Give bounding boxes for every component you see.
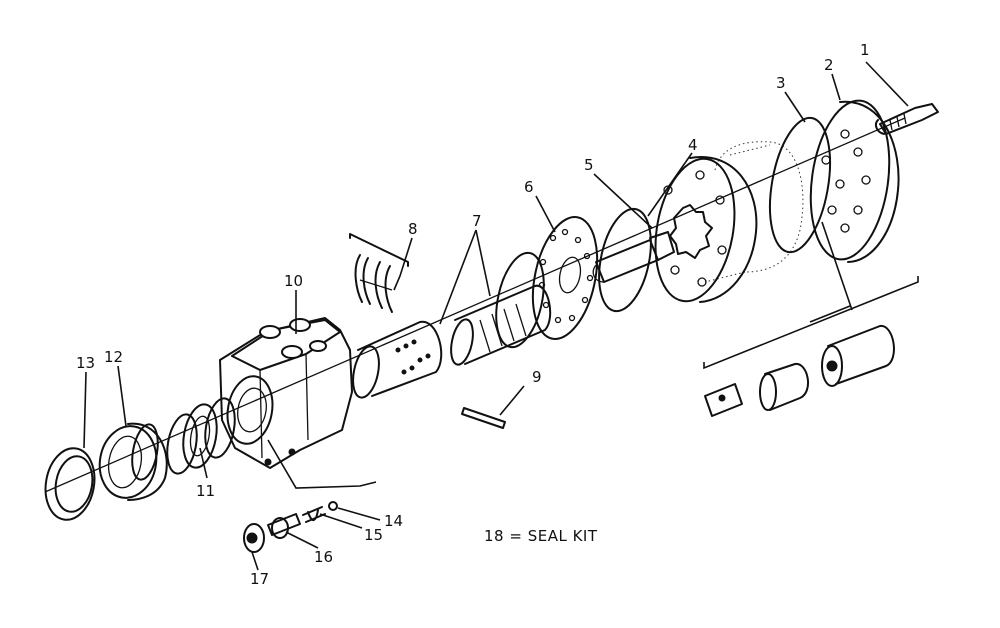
spacer-o-ring — [598, 207, 652, 313]
callout-15: 15 — [364, 526, 383, 544]
callout-2: 2 — [824, 56, 834, 74]
seal-kit-note: 18 = SEAL KIT — [484, 527, 598, 545]
part-8-springs — [349, 233, 409, 313]
part-17-plug — [243, 523, 265, 553]
part-7-spool-sleeve — [352, 284, 552, 399]
part-4-gerotor-set — [654, 155, 758, 303]
part-10-valve-housing — [219, 317, 353, 469]
part-2-end-cover — [809, 99, 900, 263]
part-6-distributor-plate — [531, 216, 599, 340]
callout-16: 16 — [314, 548, 333, 566]
motor-housing-dotted — [704, 141, 804, 283]
part-3-o-ring — [769, 116, 831, 254]
callout-14: 14 — [384, 512, 403, 530]
callout-7: 7 — [472, 212, 482, 230]
callout-3: 3 — [776, 74, 786, 92]
part-12-seal-carrier — [98, 422, 168, 501]
plate-o-ring — [495, 251, 545, 349]
callout-12: 12 — [104, 348, 123, 366]
callout-9: 9 — [532, 368, 542, 386]
callout-4: 4 — [688, 136, 698, 154]
relief-valve-parts — [243, 439, 377, 553]
callout-1: 1 — [860, 41, 870, 59]
callout-8: 8 — [408, 220, 418, 238]
part-14-ball — [328, 501, 338, 511]
callout-10: 10 — [284, 272, 303, 290]
callout-6: 6 — [524, 178, 534, 196]
callout-11: 11 — [196, 482, 215, 500]
assembly-axis — [44, 117, 906, 493]
part-16-plunger — [267, 513, 301, 536]
callout-leaders — [83, 61, 909, 571]
part-9-cross-pin — [461, 407, 506, 429]
part-13-dust-ring — [44, 447, 96, 521]
callout-13: 13 — [76, 354, 95, 372]
callout-labels: 1 2 3 4 5 6 7 8 9 10 11 12 13 14 15 16 1… — [76, 41, 870, 588]
callout-17: 17 — [250, 570, 269, 588]
inset-alternate-parts — [703, 221, 919, 417]
callout-5: 5 — [584, 156, 594, 174]
